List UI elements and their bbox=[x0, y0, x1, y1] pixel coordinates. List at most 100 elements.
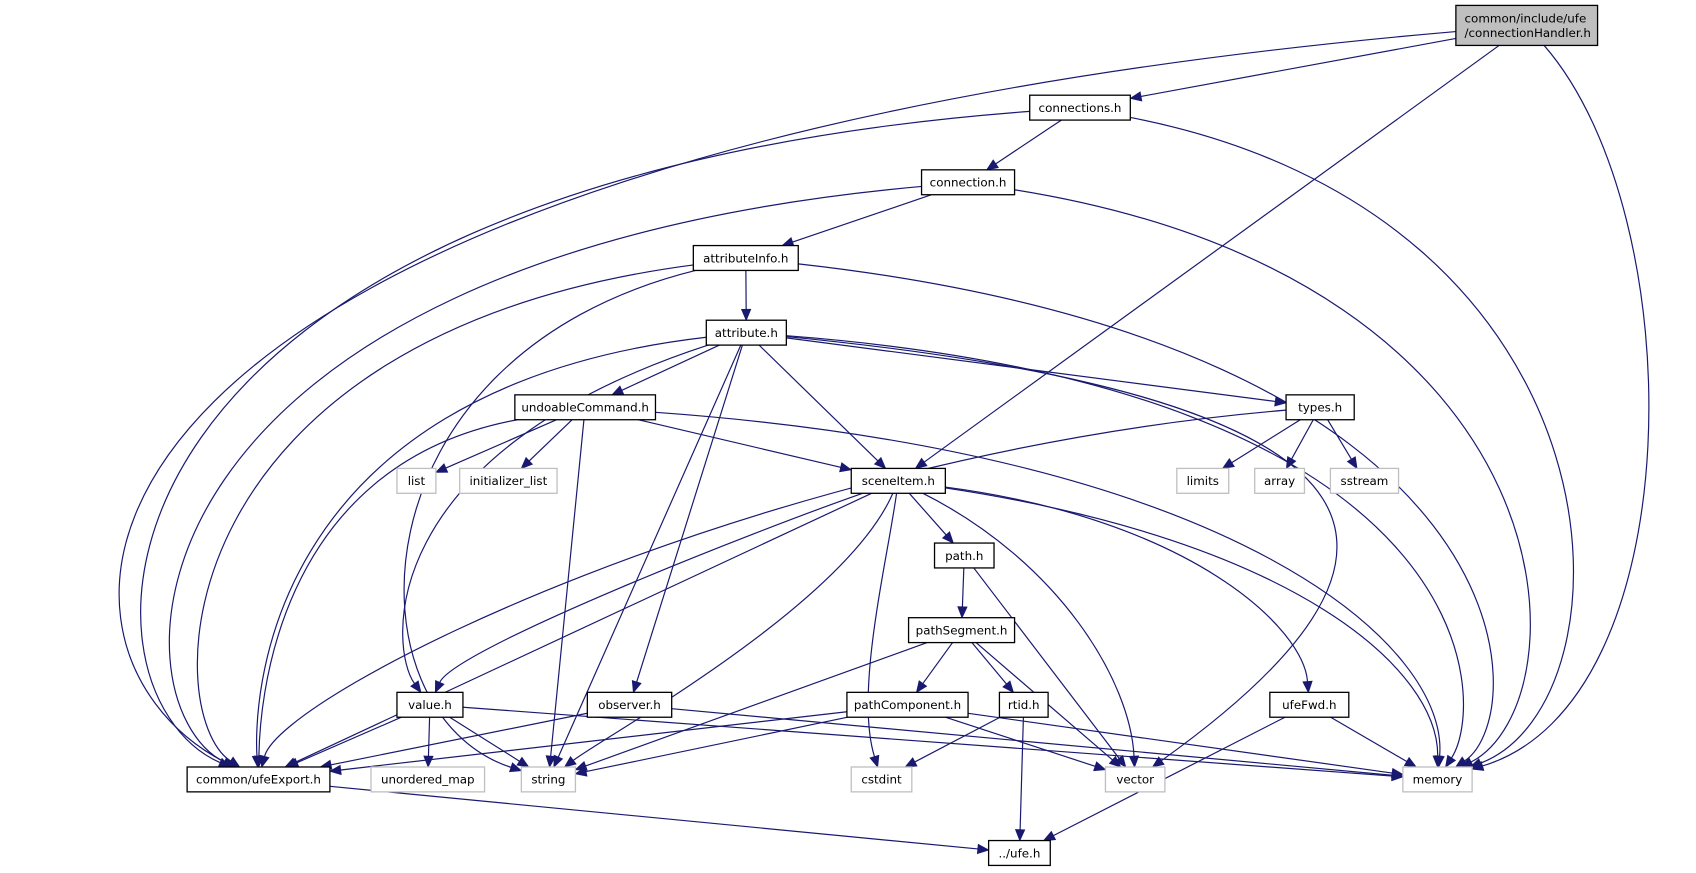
arrowhead-attribute-to-string bbox=[553, 754, 564, 769]
edge-pathSegment-to-rtid bbox=[971, 642, 1007, 685]
node-label-path: path.h bbox=[945, 549, 983, 563]
node-label-observer: observer.h bbox=[598, 698, 661, 712]
node-value[interactable]: value.h bbox=[396, 691, 464, 718]
node-ufeExport[interactable]: common/ufeExport.h bbox=[186, 766, 331, 793]
node-box-rtid bbox=[998, 691, 1049, 718]
edge-rtid-to-cstdint bbox=[914, 716, 1001, 763]
arrowhead-types-to-ufeExport bbox=[259, 754, 270, 769]
node-box-cstdint bbox=[850, 766, 913, 793]
node-undoableCommand[interactable]: undoableCommand.h bbox=[514, 394, 657, 421]
node-label-cstdint: cstdint bbox=[861, 773, 902, 787]
node-label-attributeInfo: attributeInfo.h bbox=[703, 251, 788, 265]
arrowhead-pathComponent-to-ufeExport bbox=[328, 764, 342, 776]
edge-pathSegment-to-string bbox=[585, 642, 928, 767]
arrowhead-undoableCommand-to-string bbox=[545, 755, 556, 769]
node-list: list bbox=[396, 467, 437, 494]
node-pathComponent[interactable]: pathComponent.h bbox=[846, 691, 969, 718]
node-label-rtid: rtid.h bbox=[1008, 698, 1040, 712]
node-types[interactable]: types.h bbox=[1285, 394, 1355, 421]
node-path[interactable]: path.h bbox=[933, 542, 995, 569]
arrowhead-connections-to-connection bbox=[985, 159, 999, 171]
node-array: array bbox=[1254, 467, 1306, 494]
node-box-connections bbox=[1029, 94, 1131, 121]
edge-sceneItem-to-value bbox=[439, 492, 863, 683]
node-memory: memory bbox=[1402, 766, 1473, 793]
node-box-pathSegment bbox=[907, 617, 1016, 644]
edge-attributeInfo-to-ufeExport bbox=[196, 264, 694, 762]
edge-sceneItem-to-ufeExport bbox=[294, 492, 872, 763]
edge-sceneItem-to-path bbox=[908, 492, 947, 536]
node-ufeFwd[interactable]: ufeFwd.h bbox=[1269, 691, 1350, 718]
arrowhead-ufeFwd-to-ufe bbox=[1042, 830, 1057, 842]
arrowhead-pathComponent-to-memory bbox=[1391, 767, 1404, 779]
arrowhead-sceneItem-to-value bbox=[434, 679, 445, 694]
arrowhead-attribute-to-observer bbox=[631, 680, 642, 694]
edge-attributeInfo-to-string bbox=[403, 269, 696, 768]
node-label-pathComponent: pathComponent.h bbox=[854, 698, 961, 712]
node-attribute[interactable]: attribute.h bbox=[705, 319, 787, 346]
edge-connections-to-ufeExport bbox=[140, 110, 1030, 764]
node-box-initializer_list bbox=[459, 467, 558, 494]
edge-connection-to-ufeExport bbox=[168, 185, 922, 763]
arrowhead-undoableCommand-to-list bbox=[434, 463, 449, 473]
arrowhead-sceneItem-to-ufeFwd bbox=[1302, 680, 1313, 694]
node-root[interactable]: common/include/ufe/connectionHandler.h bbox=[1455, 4, 1599, 47]
arrowhead-pathSegment-to-vector bbox=[1108, 755, 1122, 768]
arrowhead-path-to-vector bbox=[1114, 754, 1127, 768]
edge-undoableCommand-to-sceneItem bbox=[637, 419, 841, 468]
arrowhead-rtid-to-cstdint bbox=[904, 757, 918, 768]
node-label-array: array bbox=[1264, 474, 1295, 488]
edge-sceneItem-to-memory bbox=[945, 487, 1439, 757]
arrowhead-root-to-connections bbox=[1129, 91, 1143, 102]
edge-types-to-ufeExport bbox=[263, 409, 1287, 757]
edge-pathComponent-to-ufeExport bbox=[340, 711, 847, 771]
arrowhead-value-to-unordered_map bbox=[423, 755, 434, 769]
node-box-ufeFwd bbox=[1269, 691, 1350, 718]
node-box-types bbox=[1285, 394, 1355, 421]
node-box-limits bbox=[1176, 467, 1230, 494]
edge-attribute-to-string bbox=[557, 344, 742, 758]
node-box-string bbox=[520, 766, 577, 793]
node-vector: vector bbox=[1104, 766, 1166, 793]
edge-undoableCommand-to-memory bbox=[655, 411, 1441, 757]
node-rtid[interactable]: rtid.h bbox=[998, 691, 1049, 718]
node-attributeInfo[interactable]: attributeInfo.h bbox=[692, 244, 799, 272]
arrowhead-attribute-to-memory bbox=[1444, 754, 1457, 768]
node-sstream: sstream bbox=[1329, 467, 1400, 494]
node-initializer_list: initializer_list bbox=[459, 467, 558, 494]
node-label-ufe: ../ufe.h bbox=[999, 846, 1041, 860]
edge-attribute-to-observer bbox=[636, 344, 743, 683]
arrowhead-ufeFwd-to-memory bbox=[1403, 756, 1418, 768]
node-connection[interactable]: connection.h bbox=[920, 169, 1016, 196]
node-sceneItem[interactable]: sceneItem.h bbox=[850, 467, 946, 494]
node-label-types: types.h bbox=[1298, 401, 1342, 415]
arrowhead-attributeInfo-to-string bbox=[509, 762, 523, 773]
node-pathSegment[interactable]: pathSegment.h bbox=[907, 617, 1016, 644]
node-label-memory: memory bbox=[1413, 773, 1463, 787]
node-string: string bbox=[520, 766, 577, 793]
edge-root-to-sceneItem bbox=[923, 44, 1500, 463]
edge-pathSegment-to-pathComponent bbox=[922, 642, 954, 684]
edge-attribute-to-undoableCommand bbox=[621, 344, 720, 391]
arrowhead-sceneItem-to-cstdint bbox=[869, 754, 880, 769]
node-box-attribute bbox=[705, 319, 787, 346]
edge-attributeInfo-to-memory bbox=[798, 263, 1494, 762]
arrowhead-rtid-to-ufe bbox=[1014, 829, 1026, 842]
node-limits: limits bbox=[1176, 467, 1230, 494]
node-ufe[interactable]: ../ufe.h bbox=[987, 839, 1051, 867]
edge-ufeFwd-to-memory bbox=[1330, 716, 1408, 763]
arrowhead-attributeInfo-to-memory bbox=[1454, 756, 1469, 768]
edge-types-to-sstream bbox=[1327, 419, 1352, 460]
edges-layer bbox=[118, 30, 1650, 855]
edge-sceneItem-to-string bbox=[572, 493, 894, 761]
node-label-unordered_map: unordered_map bbox=[381, 773, 475, 787]
arrowhead-attribute-to-undoableCommand bbox=[611, 385, 625, 396]
edge-pathComponent-to-vector bbox=[945, 716, 1096, 767]
arrowhead-sceneItem-to-path bbox=[941, 531, 955, 544]
edge-undoableCommand-to-initializer_list bbox=[528, 419, 573, 462]
node-observer[interactable]: observer.h bbox=[586, 691, 673, 718]
node-box-value bbox=[396, 691, 464, 718]
node-unordered_map: unordered_map bbox=[370, 766, 486, 793]
node-connections[interactable]: connections.h bbox=[1029, 94, 1131, 121]
